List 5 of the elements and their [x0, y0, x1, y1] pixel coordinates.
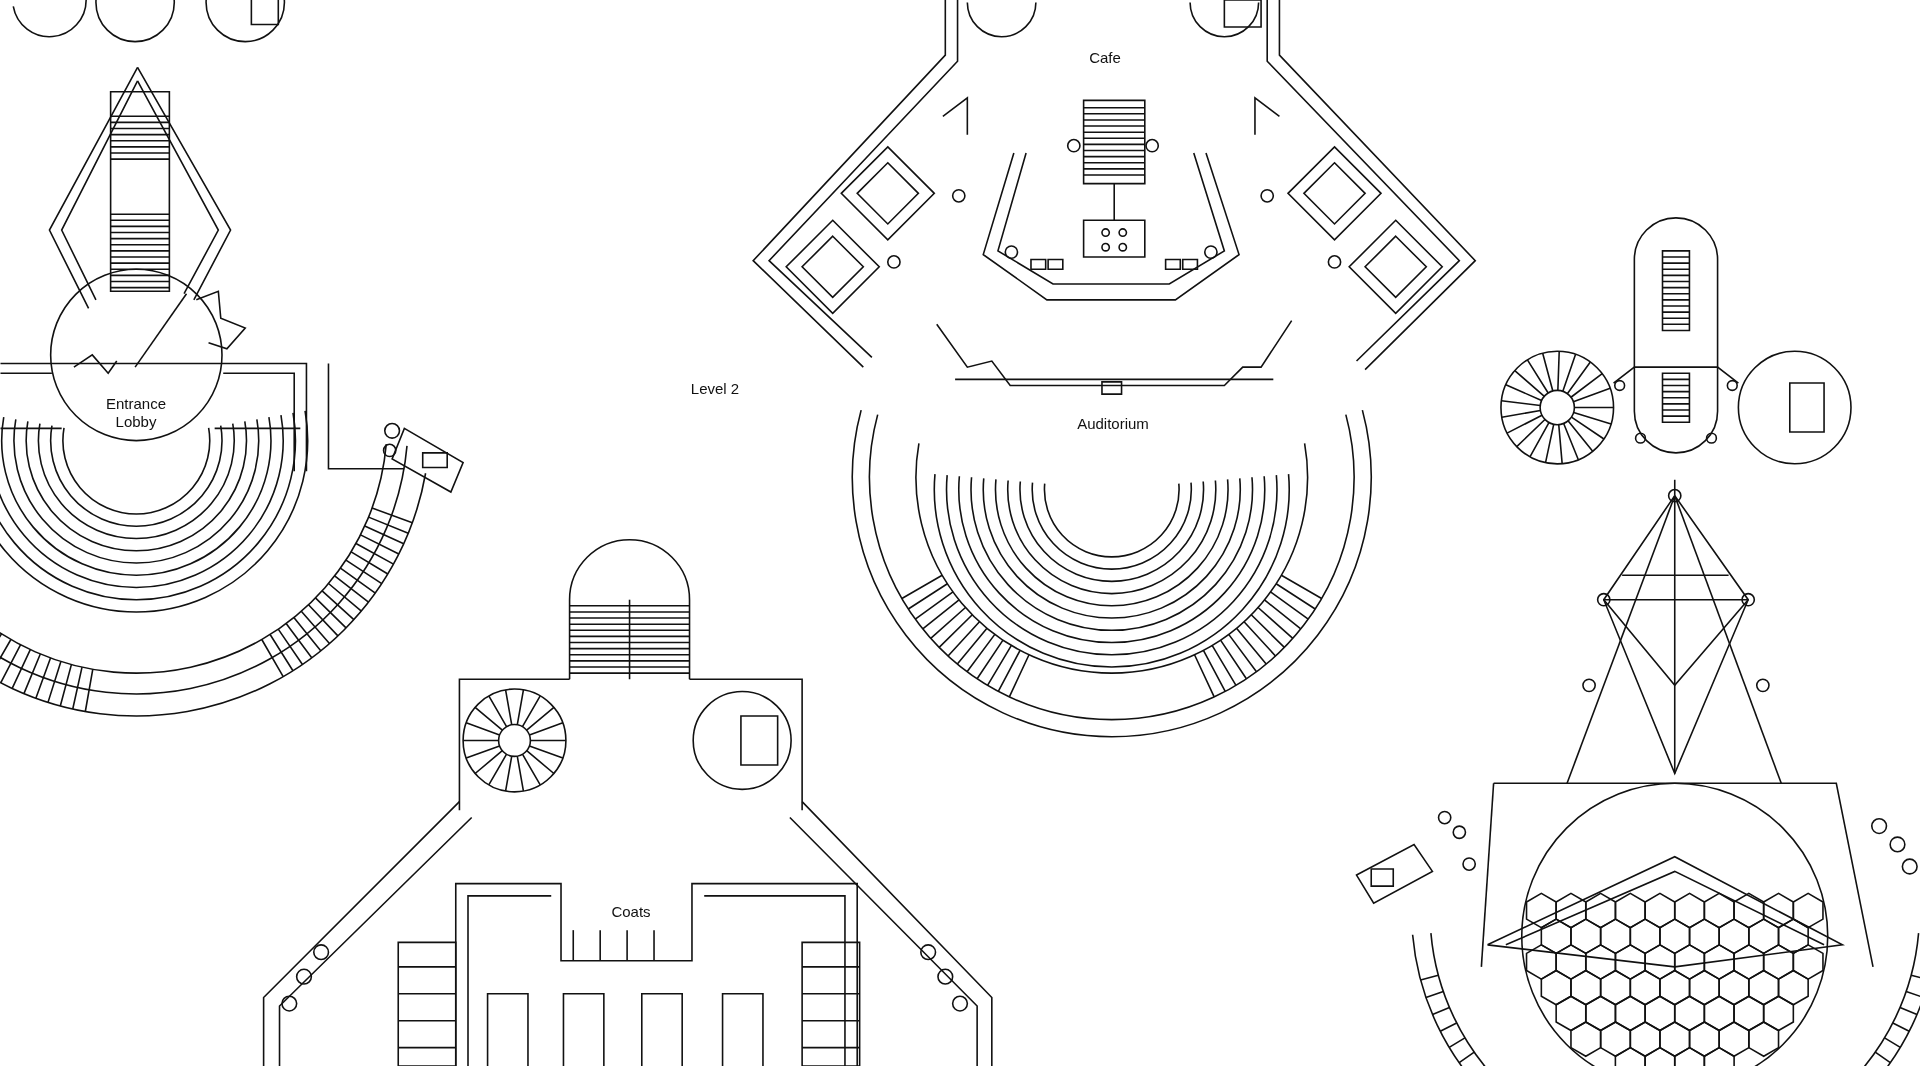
room-label: Cafe [1089, 49, 1121, 67]
room-label: Entrance Lobby [104, 395, 167, 431]
level-label: Level 2 [690, 380, 740, 398]
room-label: Auditorium [1077, 415, 1149, 433]
room-label: Coats [611, 903, 651, 921]
